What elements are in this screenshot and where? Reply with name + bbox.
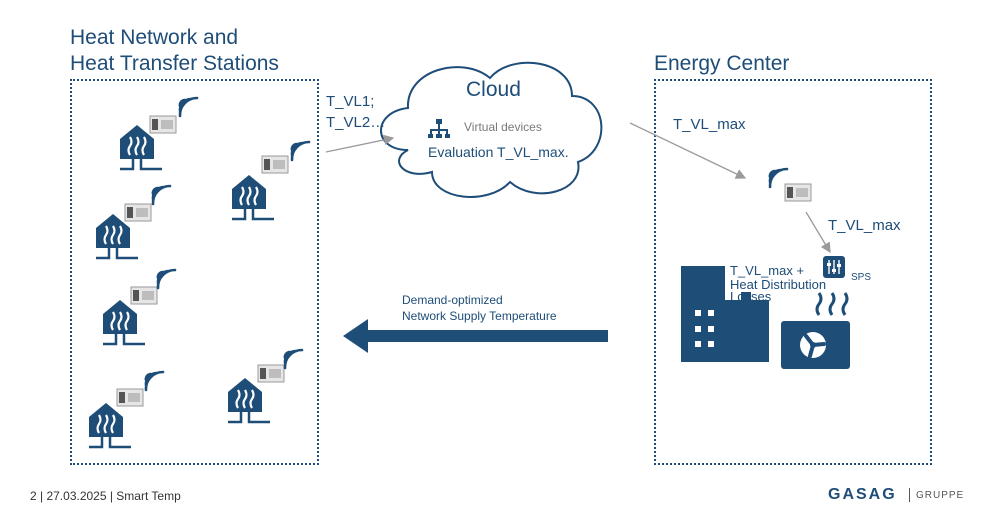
wifi-icon [283, 348, 304, 370]
output-label: T_VL_max [673, 116, 746, 133]
energy-center-frame [654, 79, 932, 465]
station-1 [118, 96, 199, 171]
station-3 [94, 184, 172, 260]
energy-center-title: Energy Center [654, 52, 790, 75]
sps-input-line-3: Losses [730, 289, 772, 304]
heat-generator-icon [781, 292, 850, 369]
sensor-device-icon [261, 155, 289, 174]
device-output-label: T_VL_max [828, 217, 901, 234]
station-2 [230, 140, 311, 221]
arrow-to-energy-center [629, 122, 747, 179]
sensor-device-icon [130, 286, 158, 305]
sps-input-line-2: Heat Distribution [730, 277, 827, 292]
input-label-2: T_VL2… [326, 114, 386, 131]
logo-divider [909, 488, 910, 502]
heat-network-frame [70, 79, 319, 465]
wifi-icon [178, 96, 199, 118]
wifi-icon [768, 167, 789, 189]
footer-text: 2 | 27.03.2025 | Smart Temp [30, 489, 181, 503]
input-label-1: T_VL1; [326, 93, 375, 110]
network-icon [428, 119, 450, 138]
sensor-device-icon [257, 364, 285, 383]
station-5 [226, 348, 304, 424]
station-4 [101, 268, 177, 346]
wifi-icon [290, 140, 311, 162]
house-icon [87, 401, 133, 449]
logo-subtitle: GRUPPE [916, 490, 965, 501]
sps-label: SPS [851, 272, 872, 283]
factory-building-icon [681, 266, 769, 362]
cloud-title: Cloud [466, 78, 521, 101]
house-icon [226, 376, 272, 424]
arrow-to-sps [805, 211, 831, 254]
sensor-device-icon [116, 388, 144, 407]
sps-input-line-1: T_VL_max + [730, 263, 805, 278]
return-label-line-2: Network Supply Temperature [402, 309, 557, 323]
supply-temperature-arrow [343, 319, 608, 353]
sensor-device-icon [124, 203, 152, 222]
wifi-icon [156, 268, 177, 290]
gasag-logo: GASAG [828, 486, 897, 503]
sps-controller-icon [823, 256, 845, 278]
arrow-to-cloud [325, 134, 395, 153]
station-6 [87, 370, 165, 449]
heat-network-title-line-1: Heat Network and [70, 26, 239, 49]
sensor-device-icon [149, 115, 177, 134]
return-label-line-1: Demand-optimized [402, 293, 503, 307]
evaluation-label: Evaluation T_VL_max. [428, 144, 569, 160]
heat-network-title-line-2: Heat Transfer Stations [70, 52, 279, 75]
house-icon [230, 173, 276, 221]
cloud-shape [380, 61, 603, 198]
sensor-device-icon [784, 183, 812, 202]
wifi-icon [144, 370, 165, 392]
wifi-icon [151, 184, 172, 206]
virtual-devices-label: Virtual devices [464, 120, 542, 134]
house-icon [101, 298, 147, 346]
